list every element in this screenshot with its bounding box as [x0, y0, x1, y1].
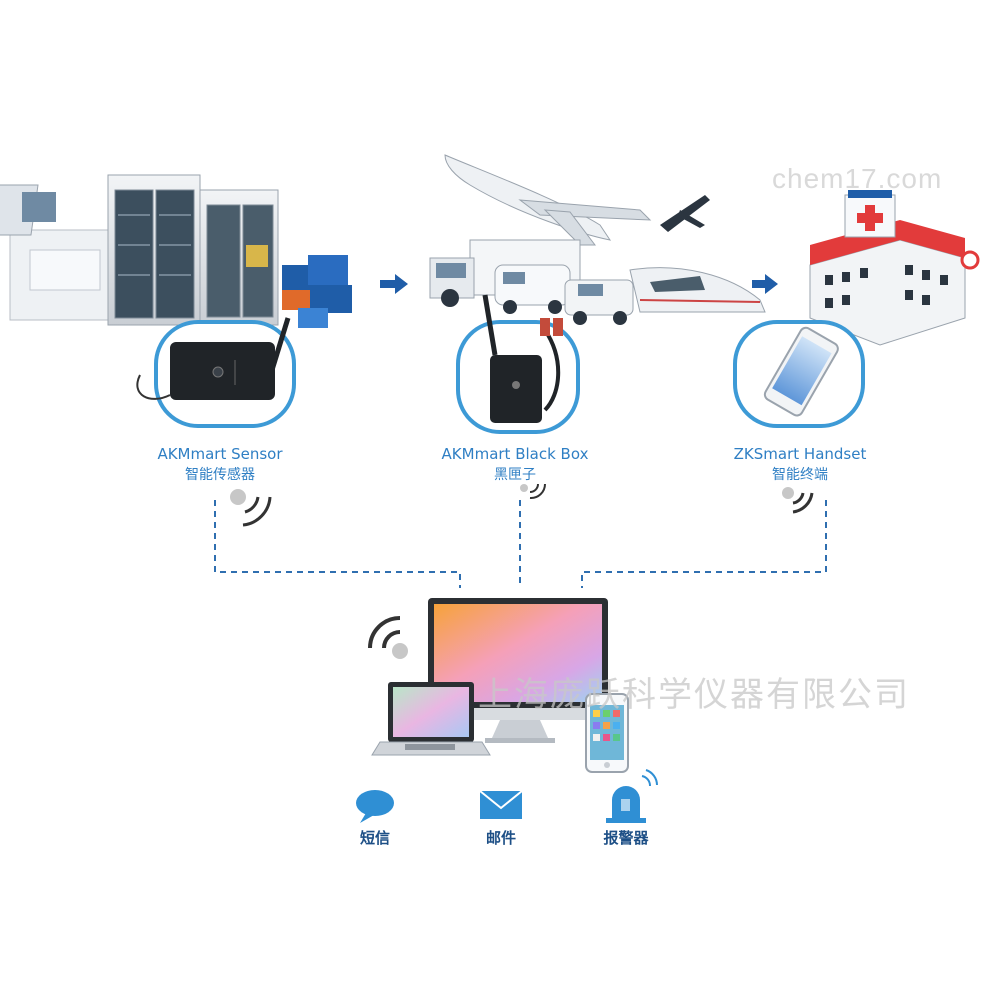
alarm-label: 报警器: [603, 829, 649, 847]
black-box-label: AKMmart Black Box 黑匣子: [425, 445, 605, 484]
handset-device: [733, 320, 865, 428]
wifi-signal-icon: [520, 483, 547, 500]
alarm-light-icon: [606, 769, 658, 823]
desktop-monitor: [428, 598, 608, 743]
black-box-name-zh: 黑匣子: [494, 467, 536, 483]
chat-bubble-icon: [356, 790, 394, 823]
black-box-device: [456, 294, 580, 434]
wifi-signal-icon: [368, 616, 408, 659]
handset-name-en: ZKSmart Handset: [733, 445, 867, 463]
envelope-icon: [479, 790, 523, 819]
sensor-label: AKMmart Sensor 智能传感器: [140, 445, 300, 484]
sensor-name-zh: 智能传感器: [185, 467, 255, 483]
watermark-company: 上海庞跃科学仪器有限公司: [478, 675, 910, 715]
handset-name-zh: 智能终端: [772, 467, 828, 483]
email-label: 邮件: [485, 829, 516, 847]
dashed-connectors: [214, 500, 827, 588]
watermark-site: chem17.com: [772, 163, 943, 194]
smartphone: [585, 693, 629, 773]
wifi-signal-icon: [230, 489, 272, 527]
freezer-group: [0, 174, 352, 328]
sensor-name-en: AKMmart Sensor: [157, 445, 283, 463]
sms-label: 短信: [359, 829, 390, 847]
transport-group: [429, 154, 766, 325]
flow-arrow-2: [752, 274, 778, 294]
hospital-group: [809, 190, 980, 346]
flow-arrow-1: [380, 274, 408, 294]
sensor-device: [136, 317, 296, 428]
handset-label: ZKSmart Handset 智能终端: [715, 445, 885, 484]
wifi-signal-icon: [782, 487, 814, 514]
black-box-name-en: AKMmart Black Box: [441, 445, 589, 463]
laptop: [371, 682, 491, 756]
